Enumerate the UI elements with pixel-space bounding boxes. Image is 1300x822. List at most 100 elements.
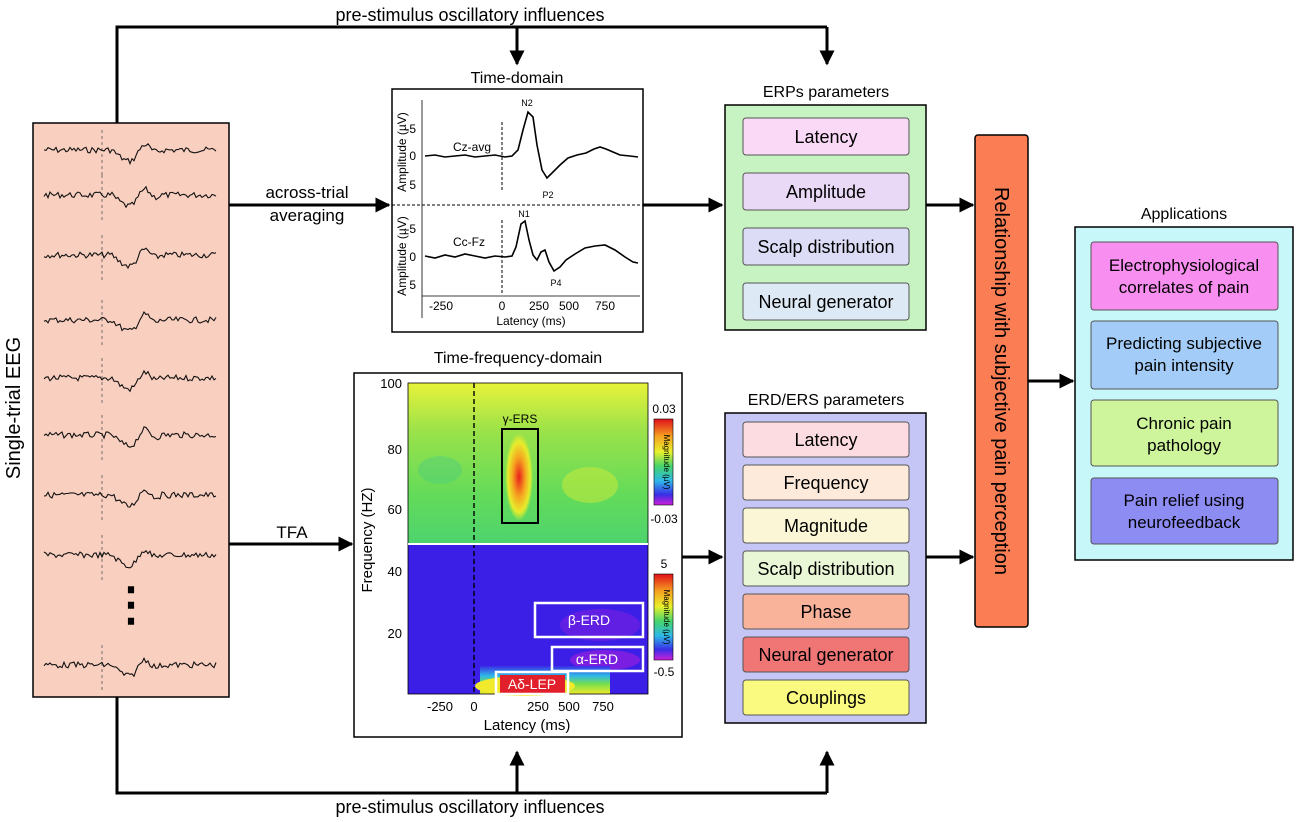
time-domain-ylabel-bottom: Amplitude (µV) — [395, 216, 409, 296]
tf-yticks: 100 80 60 40 20 — [380, 376, 402, 641]
svg-text:-250: -250 — [429, 299, 453, 313]
colorbar-bottom — [653, 573, 674, 661]
tf-domain-title: Time-frequency-domain — [434, 350, 602, 367]
svg-text:Chronic pain: Chronic pain — [1136, 414, 1231, 433]
beta-erd-label: β-ERD — [568, 612, 610, 628]
averaging-label: averaging — [270, 206, 345, 225]
application-item: Pain relief using neurofeedback — [1090, 477, 1279, 545]
time-domain-yticks-bottom: -5 0 5 — [405, 222, 416, 292]
colorbar-top — [653, 418, 674, 506]
beta-erd-box — [533, 601, 645, 639]
svg-text:Couplings: Couplings — [786, 688, 866, 708]
colorbar-top-max: 0.03 — [652, 402, 676, 416]
svg-text:250: 250 — [527, 699, 549, 714]
peak-label-p4: P4 — [550, 278, 561, 288]
peak-label-n2: N2 — [521, 98, 533, 108]
erd-param-item: Scalp distribution — [742, 550, 910, 587]
eeg-trace — [43, 489, 217, 508]
erp-param-item: Scalp distribution — [742, 227, 910, 266]
eeg-trace — [43, 185, 217, 209]
svg-text:80: 80 — [388, 442, 402, 457]
gamma-ers-box — [501, 428, 539, 524]
svg-text:750: 750 — [592, 699, 614, 714]
svg-text:Scalp distribution: Scalp distribution — [757, 559, 894, 579]
eeg-trace — [43, 369, 217, 393]
eeg-traces — [43, 130, 217, 690]
colorbar-top-label: Magnitude (µV) — [662, 435, 671, 490]
time-domain-title: Time-domain — [471, 70, 564, 87]
top-influence-label: pre-stimulus oscillatory influences — [335, 5, 604, 25]
eeg-trace — [43, 426, 217, 448]
svg-text:20: 20 — [388, 626, 402, 641]
svg-text:5: 5 — [409, 278, 416, 292]
erd-param-item: Couplings — [742, 679, 910, 716]
svg-text:750: 750 — [595, 299, 615, 313]
eeg-trace — [43, 549, 217, 569]
eeg-ellipsis: ⋮ — [108, 578, 154, 630]
time-domain-xlabel: Latency (ms) — [496, 314, 565, 328]
svg-text:100: 100 — [380, 376, 402, 391]
lep-box — [494, 670, 570, 696]
svg-text:Scalp distribution: Scalp distribution — [757, 237, 894, 257]
svg-text:0: 0 — [409, 250, 416, 264]
erp-waveform-cc-fz — [424, 219, 639, 273]
svg-text:0: 0 — [470, 699, 477, 714]
svg-text:Latency: Latency — [794, 127, 857, 147]
svg-text:-5: -5 — [405, 222, 416, 236]
svg-text:0: 0 — [499, 299, 506, 313]
eeg-trace — [43, 657, 217, 678]
erd-param-item: Phase — [742, 593, 910, 630]
svg-text:500: 500 — [558, 699, 580, 714]
single-trial-eeg-label: Single-trial EEG — [3, 337, 25, 479]
svg-text:-5: -5 — [405, 122, 416, 136]
erd-param-item: Frequency — [742, 464, 910, 501]
svg-text:5: 5 — [409, 178, 416, 192]
tf-xticks: -250 0 250 500 750 — [427, 699, 614, 714]
peak-label-p2: P2 — [542, 190, 553, 200]
svg-text:Magnitude: Magnitude — [784, 516, 868, 536]
tf-ylabel: Frequency (HZ) — [359, 487, 376, 592]
svg-text:250: 250 — [529, 299, 549, 313]
tfa-label: TFA — [276, 523, 308, 542]
colorbar-bottom-label: Magnitude (µV) — [662, 590, 671, 645]
svg-text:neurofeedback: neurofeedback — [1128, 513, 1241, 532]
time-domain-xticks: -250 0 250 500 750 — [429, 299, 615, 313]
across-trial-label: across-trial — [265, 183, 348, 202]
top-influence-connector — [115, 25, 835, 123]
time-domain-panel — [391, 88, 644, 333]
svg-text:Amplitude: Amplitude — [786, 182, 866, 202]
erp-params-title: ERPs parameters — [763, 84, 889, 101]
erd-param-item: Neural generator — [742, 636, 910, 673]
colorbar-top-min: -0.03 — [650, 512, 678, 526]
gamma-ers-label: γ-ERS — [503, 412, 538, 426]
svg-text:Phase: Phase — [800, 602, 851, 622]
svg-text:60: 60 — [388, 502, 402, 517]
eeg-trace — [43, 142, 217, 166]
tf-xlabel: Latency (ms) — [484, 717, 571, 734]
svg-text:-250: -250 — [427, 699, 453, 714]
colorbar-bottom-min: -0.5 — [654, 665, 675, 679]
svg-text:pain intensity: pain intensity — [1134, 356, 1234, 375]
bottom-influence-connector — [115, 697, 835, 795]
bottom-influence-label: pre-stimulus oscillatory influences — [335, 797, 604, 817]
eeg-trace — [43, 310, 217, 332]
alpha-erd-box — [550, 645, 645, 673]
tf-gamma-hotspot — [505, 433, 533, 521]
svg-text:Latency: Latency — [794, 430, 857, 450]
time-domain-yticks-top: -5 0 5 — [405, 122, 416, 192]
svg-text:500: 500 — [559, 299, 579, 313]
single-trial-eeg-panel — [32, 122, 230, 698]
peak-label-n1: N1 — [518, 209, 530, 219]
svg-text:correlates of pain: correlates of pain — [1119, 278, 1249, 297]
alpha-erd-label: α-ERD — [576, 651, 618, 667]
colorbar-bottom-max: 5 — [661, 557, 668, 571]
lep-label: Aδ-LEP — [508, 676, 556, 692]
erd-param-item: Magnitude — [742, 507, 910, 544]
applications-title: Applications — [1141, 206, 1227, 223]
svg-text:pathology: pathology — [1147, 436, 1221, 455]
erd-param-item: Latency — [742, 421, 910, 458]
erd-params-title: ERD/ERS parameters — [748, 392, 905, 409]
svg-text:Neural generator: Neural generator — [758, 645, 893, 665]
svg-text:Pain relief using: Pain relief using — [1124, 491, 1245, 510]
